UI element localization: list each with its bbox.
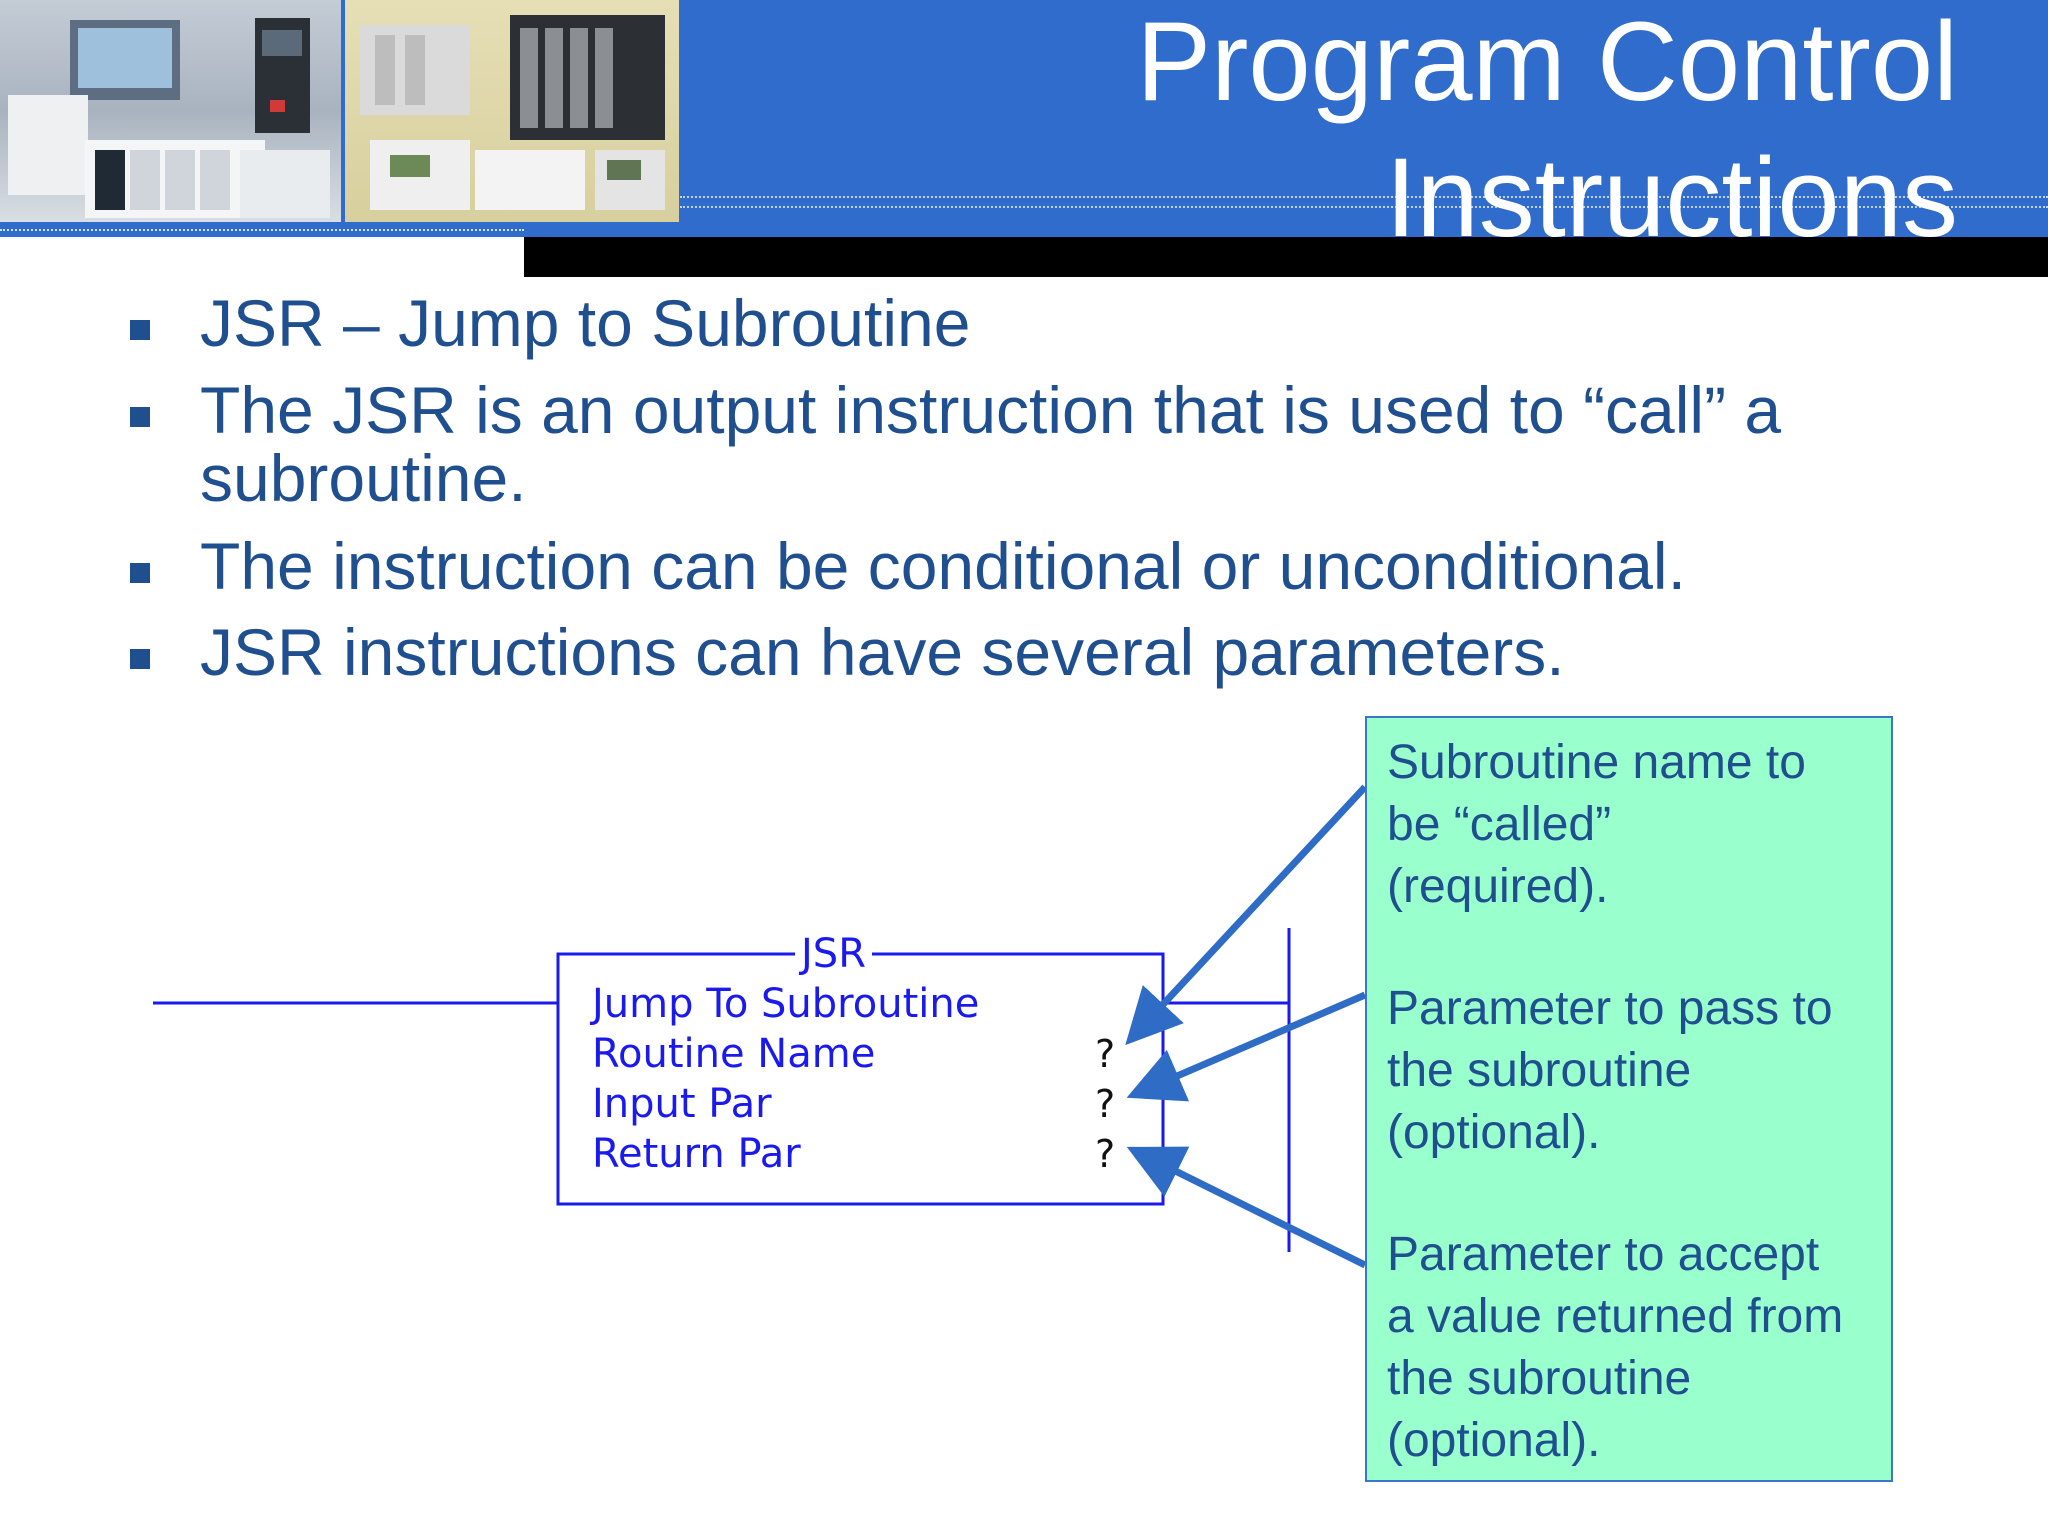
title-line-2: Instructions: [1385, 135, 1958, 260]
callout-box: Subroutine name to be “called” (required…: [1365, 716, 1893, 1482]
plc-controllers-photo: [345, 0, 679, 222]
header-black-bar: [524, 237, 2048, 277]
bullet-square-icon: [130, 407, 150, 427]
bullet-text: The instruction can be conditional or un…: [200, 529, 1686, 603]
bullet-text: The JSR is an output instruction that is…: [200, 373, 1782, 515]
callout-arrow-input-par: [1126, 991, 1367, 1102]
callout-arrow-routine-name: [1125, 784, 1368, 1046]
bullet-square-icon: [130, 649, 150, 669]
jsr-block-title: JSR: [795, 930, 872, 978]
bullet-square-icon: [130, 563, 150, 583]
jsr-description: Jump To Subroutine: [592, 981, 980, 1027]
bullet-square-icon: [130, 320, 150, 340]
slide-title: Program Control Instructions: [958, 0, 1958, 266]
header-divider: [0, 229, 524, 231]
param-label-return-par: Return Par: [592, 1131, 801, 1177]
param-value-routine-name[interactable]: ?: [1095, 1032, 1116, 1076]
plc-hardware-photo: [0, 0, 341, 222]
header-divider: [680, 206, 2048, 208]
param-label-routine-name: Routine Name: [592, 1031, 876, 1077]
callout-routine-name: Subroutine name to be “called” (required…: [1387, 736, 1806, 913]
callout-return-par: Parameter to accept a value returned fro…: [1387, 1228, 1844, 1467]
title-line-1: Program Control: [1136, 0, 1958, 124]
param-label-input-par: Input Par: [592, 1081, 772, 1127]
callout-arrow-return-par: [1126, 1146, 1367, 1269]
jsr-instruction-box[interactable]: [556, 952, 1165, 1206]
param-value-input-par[interactable]: ?: [1095, 1082, 1116, 1126]
header-divider: [680, 196, 2048, 198]
bullet-text: JSR instructions can have several parame…: [200, 615, 1565, 689]
bullet-text: JSR – Jump to Subroutine: [200, 286, 971, 360]
callout-input-par: Parameter to pass to the subroutine (opt…: [1387, 982, 1833, 1159]
param-value-return-par[interactable]: ?: [1095, 1132, 1116, 1176]
